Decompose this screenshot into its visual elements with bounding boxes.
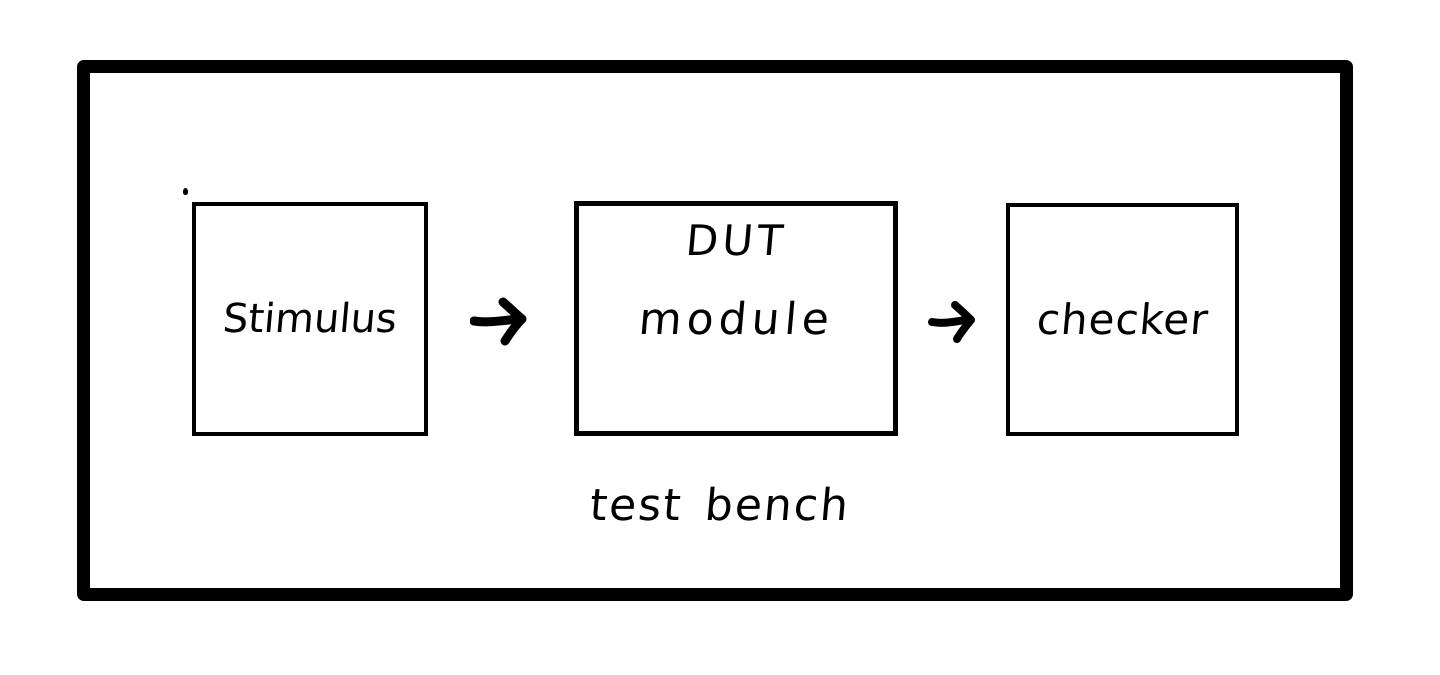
arrow-right-icon-stimulus-to-dut <box>469 292 536 352</box>
block-dut-label-line2: module <box>636 294 836 345</box>
block-stimulus-label: Stimulus <box>221 296 399 342</box>
block-dut-module[interactable]: DUT module <box>574 201 898 436</box>
arrow-right-icon-dut-to-checker <box>928 296 984 350</box>
block-dut-label-line1: DUT <box>683 216 789 265</box>
ink-speck-mark <box>183 188 188 195</box>
block-checker-label: checker <box>1034 294 1211 344</box>
block-checker[interactable]: checker <box>1006 203 1239 436</box>
block-stimulus[interactable]: Stimulus <box>192 202 428 436</box>
